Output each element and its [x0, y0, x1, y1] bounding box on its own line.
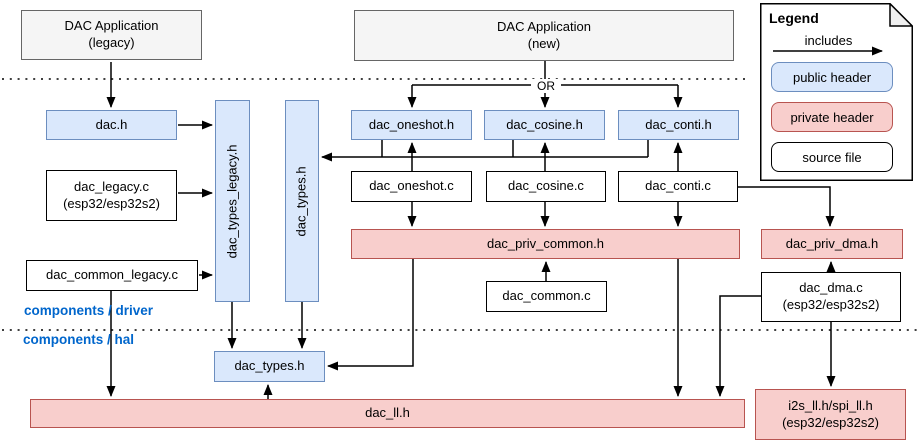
node-dac-types-legacy-h-label: dac_types_legacy.h [224, 144, 240, 258]
separator-lines [2, 78, 921, 331]
or-label: OR [531, 79, 561, 93]
legend-includes-arrow [773, 46, 883, 56]
node-dac-conti-h: dac_conti.h [618, 110, 739, 140]
node-dac-ll-h: dac_ll.h [30, 399, 745, 428]
section-label-components-hal: components / hal [23, 332, 135, 347]
node-dac-application-new: DAC Application (new) [354, 10, 734, 61]
node-dac-legacy-c: dac_legacy.c (esp32/esp32s2) [46, 170, 177, 221]
legend-panel: Legend includes public header private he… [760, 3, 913, 181]
node-dac-types-legacy-h: dac_types_legacy.h [215, 100, 250, 302]
node-dac-dma-c: dac_dma.c (esp32/esp32s2) [761, 272, 901, 322]
node-dac-priv-dma-h: dac_priv_dma.h [761, 229, 903, 259]
include-arrows [106, 61, 836, 399]
legend-private-header-chip: private header [771, 102, 893, 132]
node-dac-conti-c: dac_conti.c [618, 171, 738, 202]
node-dac-types-h-driver-label: dac_types.h [293, 165, 309, 237]
legend-public-header-chip: public header [771, 62, 893, 92]
node-i2s-ll-spi-ll-h: i2s_ll.h/spi_ll.h (esp32/esp32s2) [755, 389, 906, 440]
node-dac-oneshot-c: dac_oneshot.c [351, 171, 472, 202]
node-dac-common-legacy-c: dac_common_legacy.c [26, 260, 198, 291]
section-label-components-driver: components / driver [24, 303, 154, 318]
node-dac-h: dac.h [46, 110, 177, 140]
node-dac-oneshot-h: dac_oneshot.h [351, 110, 472, 140]
node-dac-priv-common-h: dac_priv_common.h [351, 229, 740, 259]
legend-title: Legend [769, 10, 819, 26]
node-dac-types-h-hal: dac_types.h [214, 351, 325, 382]
node-dac-common-c: dac_common.c [486, 281, 607, 312]
legend-source-file-chip: source file [771, 142, 893, 172]
legend-includes-label: includes [804, 33, 853, 48]
node-dac-cosine-c: dac_cosine.c [486, 171, 606, 202]
node-dac-application-legacy: DAC Application (legacy) [21, 10, 202, 60]
node-dac-types-h-driver: dac_types.h [285, 100, 319, 302]
node-dac-cosine-h: dac_cosine.h [484, 110, 605, 140]
